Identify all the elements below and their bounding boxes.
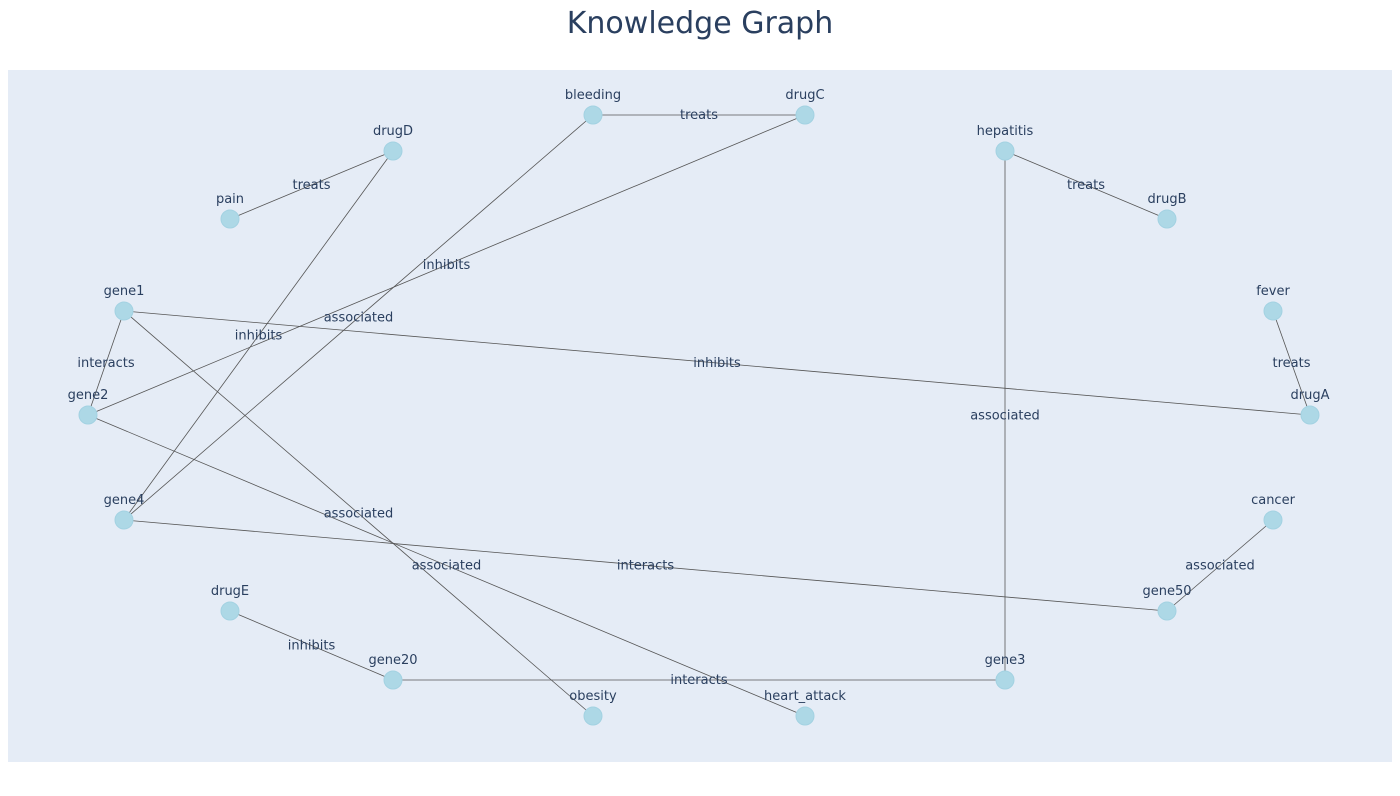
node-drugB[interactable]: drugB xyxy=(1147,192,1187,229)
node-marker-fever[interactable] xyxy=(1263,301,1283,321)
node-label-drugA: drugA xyxy=(1291,388,1330,403)
node-gene3[interactable]: gene3 xyxy=(985,653,1026,690)
node-marker-bleeding[interactable] xyxy=(583,105,603,125)
edge-label-drugA-gene1: inhibits xyxy=(693,356,741,371)
node-gene20[interactable]: gene20 xyxy=(368,653,418,690)
edge-drugC-gene2 xyxy=(87,114,806,416)
node-gene50[interactable]: gene50 xyxy=(1142,584,1192,621)
node-marker-pain[interactable] xyxy=(220,209,240,229)
node-hepatitis[interactable]: hepatitis xyxy=(977,124,1034,161)
node-label-bleeding: bleeding xyxy=(565,88,621,103)
node-marker-hepatitis[interactable] xyxy=(995,141,1015,161)
node-label-cancer: cancer xyxy=(1251,493,1295,508)
edge-gene1-obesity xyxy=(123,310,594,717)
node-marker-obesity[interactable] xyxy=(583,706,603,726)
edge-drugD-gene4 xyxy=(123,150,394,521)
plot-background xyxy=(8,70,1392,762)
graph-canvas[interactable]: treats treats treats treats inhibits inhibits… xyxy=(8,70,1392,762)
edge-gene2-heart_attack xyxy=(87,414,806,717)
edge-label-drugB-hepatitis: treats xyxy=(1067,178,1105,193)
node-label-drugD: drugD xyxy=(373,124,413,139)
node-drugC[interactable]: drugC xyxy=(785,88,825,125)
node-gene2[interactable]: gene2 xyxy=(68,388,109,425)
edge-gene1-gene2 xyxy=(87,310,125,416)
edge-drugD-pain xyxy=(229,150,394,220)
edge-label-drugD-pain: treats xyxy=(293,178,331,193)
node-label-gene2: gene2 xyxy=(68,388,109,403)
edge-label-drugE-gene20: inhibits xyxy=(288,639,336,654)
edge-drugB-hepatitis xyxy=(1004,150,1168,220)
graph-plot-area[interactable]: treats treats treats treats inhibits inhibits… xyxy=(8,70,1392,762)
edge-label-drugC-gene2: inhibits xyxy=(423,258,471,273)
edge-label-gene3-hepatitis: associated xyxy=(970,409,1040,424)
node-marker-drugD[interactable] xyxy=(383,141,403,161)
node-label-fever: fever xyxy=(1256,284,1290,299)
node-label-obesity: obesity xyxy=(569,689,617,704)
edge-label-drugD-gene4: inhibits xyxy=(235,329,283,344)
node-label-drugE: drugE xyxy=(211,584,249,599)
node-marker-gene20[interactable] xyxy=(383,670,403,690)
node-marker-gene2[interactable] xyxy=(78,405,98,425)
node-marker-gene3[interactable] xyxy=(995,670,1015,690)
node-label-heart_attack: heart_attack xyxy=(764,689,846,704)
node-label-gene50: gene50 xyxy=(1142,584,1191,599)
edge-label-gene50-cancer: associated xyxy=(1185,559,1255,574)
node-fever[interactable]: fever xyxy=(1256,284,1290,321)
edge-labels-layer: treats treats treats treats inhibits inhibits… xyxy=(77,108,1310,688)
edge-label-gene20-gene3: interacts xyxy=(670,673,728,688)
node-obesity[interactable]: obesity xyxy=(569,689,617,726)
node-marker-gene4[interactable] xyxy=(114,510,134,530)
node-pain[interactable]: pain xyxy=(216,192,244,229)
node-label-gene20: gene20 xyxy=(368,653,417,668)
node-marker-gene50[interactable] xyxy=(1157,601,1177,621)
node-drugA[interactable]: drugA xyxy=(1291,388,1330,425)
node-label-gene4: gene4 xyxy=(104,493,145,508)
node-gene1[interactable]: gene1 xyxy=(104,284,145,321)
node-label-gene3: gene3 xyxy=(985,653,1026,668)
node-bleeding[interactable]: bleeding xyxy=(565,88,621,125)
edge-label-gene2-heart_attack: associated xyxy=(412,559,482,574)
node-marker-drugB[interactable] xyxy=(1157,209,1177,229)
edge-label-gene1-obesity: associated xyxy=(324,507,394,522)
edge-drugE-gene20 xyxy=(229,610,394,681)
edge-gene4-gene50 xyxy=(123,519,1168,612)
node-gene4[interactable]: gene4 xyxy=(104,493,145,530)
edge-label-drugC-bleeding: treats xyxy=(680,108,718,123)
node-drugD[interactable]: drugD xyxy=(373,124,413,161)
chart-title: Knowledge Graph xyxy=(566,6,834,41)
edge-label-gene4-gene50: interacts xyxy=(617,559,675,574)
edge-label-gene4-bleeding: associated xyxy=(324,311,394,326)
node-label-drugB: drugB xyxy=(1147,192,1186,207)
edge-label-gene1-gene2: interacts xyxy=(77,356,135,371)
edges-layer xyxy=(87,114,1311,717)
node-marker-heart_attack[interactable] xyxy=(795,706,815,726)
node-marker-drugA[interactable] xyxy=(1300,405,1320,425)
node-heart_attack[interactable]: heart_attack xyxy=(764,689,846,726)
node-label-drugC: drugC xyxy=(785,88,824,103)
edge-label-drugA-fever: treats xyxy=(1273,356,1311,371)
node-drugE[interactable]: drugE xyxy=(211,584,249,621)
node-marker-cancer[interactable] xyxy=(1263,510,1283,530)
node-label-hepatitis: hepatitis xyxy=(977,124,1034,139)
edge-gene50-cancer xyxy=(1166,519,1274,612)
node-marker-gene1[interactable] xyxy=(114,301,134,321)
node-cancer[interactable]: cancer xyxy=(1251,493,1296,530)
node-marker-drugC[interactable] xyxy=(795,105,815,125)
nodes-layer: bleeding drugC drugD hepatitis pain drugB gene… xyxy=(68,88,1330,726)
edge-drugA-fever xyxy=(1272,310,1311,416)
node-label-gene1: gene1 xyxy=(104,284,145,299)
edge-drugA-gene1 xyxy=(123,310,1311,416)
node-label-pain: pain xyxy=(216,192,244,207)
edge-gene4-bleeding xyxy=(123,114,594,521)
node-marker-drugE[interactable] xyxy=(220,601,240,621)
